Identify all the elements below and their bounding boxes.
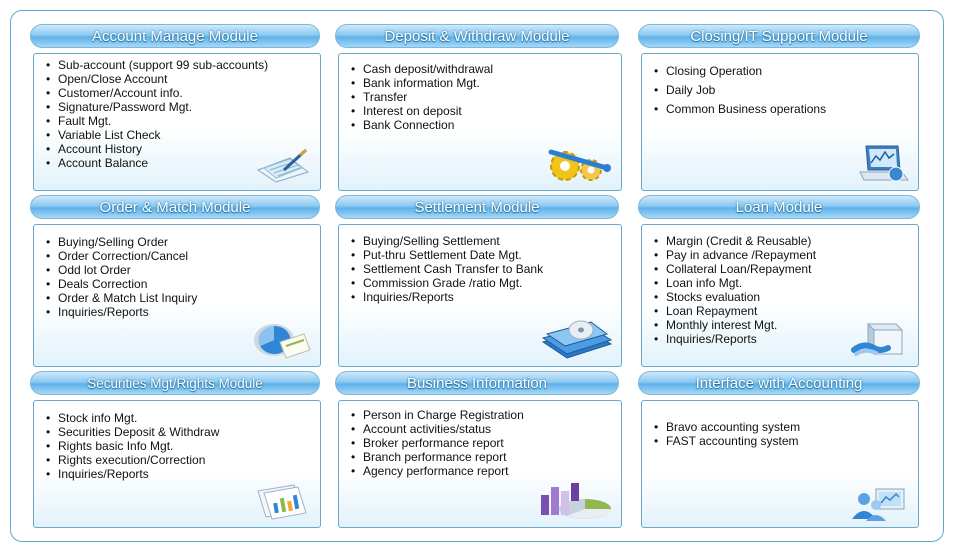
list-item: Customer/Account info. [46,86,268,100]
module-box: Sub-account (support 99 sub-accounts) Op… [33,53,321,191]
list-item: Person in Charge Registration [351,408,524,422]
module-box: Margin (Credit & Reusable) Pay in advanc… [641,224,919,367]
list-item: Order Correction/Cancel [46,249,197,263]
list-item: Inquiries/Reports [654,332,816,346]
module-settlement: Settlement Module Buying/Selling Settlem… [335,195,623,369]
box-handshake-icon [851,322,904,356]
list-item: Fault Mgt. [46,114,268,128]
list-item: Bank information Mgt. [351,76,493,90]
module-box: Bravo accounting system FAST accounting … [641,400,919,528]
module-interface-accounting: Interface with Accounting Bravo accounti… [638,371,922,530]
module-title: Closing/IT Support Module [638,24,920,48]
list-item: Odd lot Order [46,263,197,277]
module-box: Buying/Selling Order Order Correction/Ca… [33,224,321,367]
list-item: Variable List Check [46,128,268,142]
list-item: Interest on deposit [351,104,493,118]
list-item: Commission Grade /ratio Mgt. [351,276,543,290]
list-item: Account History [46,142,268,156]
list-item: Closing Operation [654,62,826,81]
list-item: Stock info Mgt. [46,411,219,425]
module-title: Account Manage Module [30,24,320,48]
gears-wrench-icon [548,149,611,181]
list-item: Loan info Mgt. [654,276,816,290]
list-item: Monthly interest Mgt. [654,318,816,332]
pen-paper-icon [256,148,310,183]
module-title: Securities Mgt/Rights Module [30,371,320,395]
laptop-chart-icon [859,145,909,182]
list-item: Branch performance report [351,450,524,464]
module-loan: Loan Module Margin (Credit & Reusable) P… [638,195,922,369]
module-title: Loan Module [638,195,920,219]
module-closing-it-support: Closing/IT Support Module Closing Operat… [638,24,922,192]
module-order-match: Order & Match Module Buying/Selling Orde… [30,195,324,369]
list-item: Inquiries/Reports [351,290,543,304]
module-title: Interface with Accounting [638,371,920,395]
list-item: FAST accounting system [654,434,800,448]
list-item: Rights basic Info Mgt. [46,439,219,453]
pie-document-icon [254,324,311,359]
module-account-manage: Account Manage Module Sub-account (suppo… [30,24,324,192]
module-box: Closing Operation Daily Job Common Busin… [641,53,919,191]
list-item: Pay in advance /Repayment [654,248,816,262]
chart-papers-icon [257,484,307,520]
module-title: Business Information [335,371,619,395]
module-deposit-withdraw: Deposit & Withdraw Module Cash deposit/w… [335,24,623,192]
list-item: Cash deposit/withdrawal [351,62,493,76]
people-monitor-icon [852,488,905,521]
list-item: Put-thru Settlement Date Mgt. [351,248,543,262]
module-business-information: Business Information Person in Charge Re… [335,371,623,530]
list-item: Order & Match List Inquiry [46,291,197,305]
list-item: Settlement Cash Transfer to Bank [351,262,543,276]
module-securities-rights: Securities Mgt/Rights Module Stock info … [30,371,324,530]
cd-binders-icon [541,320,613,359]
list-item: Buying/Selling Settlement [351,234,543,248]
list-item: Account Balance [46,156,268,170]
list-item: Sub-account (support 99 sub-accounts) [46,58,268,72]
module-title: Deposit & Withdraw Module [335,24,619,48]
list-item: Bank Connection [351,118,493,132]
list-item: Deals Correction [46,277,197,291]
list-item: Bravo accounting system [654,420,800,434]
list-item: Broker performance report [351,436,524,450]
list-item: Rights execution/Correction [46,453,219,467]
list-item: Buying/Selling Order [46,235,197,249]
list-item: Account activities/status [351,422,524,436]
list-item: Stocks evaluation [654,290,816,304]
module-title: Order & Match Module [30,195,320,219]
list-item: Signature/Password Mgt. [46,100,268,114]
module-box: Person in Charge Registration Account ac… [338,400,622,528]
list-item: Agency performance report [351,464,524,478]
list-item: Common Business operations [654,100,826,119]
bar-pie-chart-icon [541,483,611,519]
list-item: Collateral Loan/Repayment [654,262,816,276]
module-box: Stock info Mgt. Securities Deposit & Wit… [33,400,321,528]
list-item: Loan Repayment [654,304,816,318]
list-item: Inquiries/Reports [46,305,197,319]
list-item: Daily Job [654,81,826,100]
list-item: Inquiries/Reports [46,467,219,481]
list-item: Margin (Credit & Reusable) [654,234,816,248]
list-item: Transfer [351,90,493,104]
list-item: Open/Close Account [46,72,268,86]
list-item: Securities Deposit & Withdraw [46,425,219,439]
module-box: Cash deposit/withdrawal Bank information… [338,53,622,191]
module-box: Buying/Selling Settlement Put-thru Settl… [338,224,622,367]
module-title: Settlement Module [335,195,619,219]
